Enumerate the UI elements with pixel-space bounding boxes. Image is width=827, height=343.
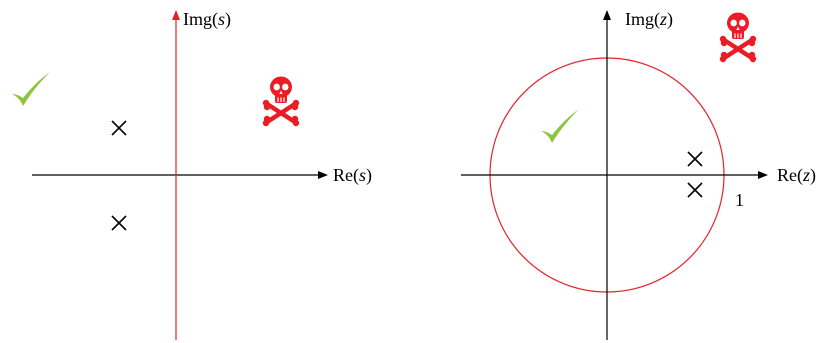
- z-imag-axis-label: Img(z): [625, 9, 673, 30]
- cross-mark-icon: [111, 215, 127, 231]
- check-mark-icon: [541, 109, 579, 143]
- z-real-axis-label: Re(z): [777, 165, 816, 186]
- skull-crossbones-icon: [263, 77, 299, 127]
- s-imag-axis-label: Img(s): [183, 9, 231, 30]
- cross-mark-icon: [687, 151, 703, 167]
- s-real-axis-label: Re(s): [333, 165, 372, 186]
- cross-mark-icon: [111, 120, 127, 136]
- z-plane: Img(z) Re(z) 1: [461, 9, 816, 340]
- s-plane: Img(s) Re(s): [12, 9, 372, 340]
- skull-crossbones-icon: [720, 13, 756, 63]
- z-unit-tick-label: 1: [735, 190, 744, 210]
- check-mark-icon: [12, 72, 50, 106]
- cross-mark-icon: [687, 182, 703, 198]
